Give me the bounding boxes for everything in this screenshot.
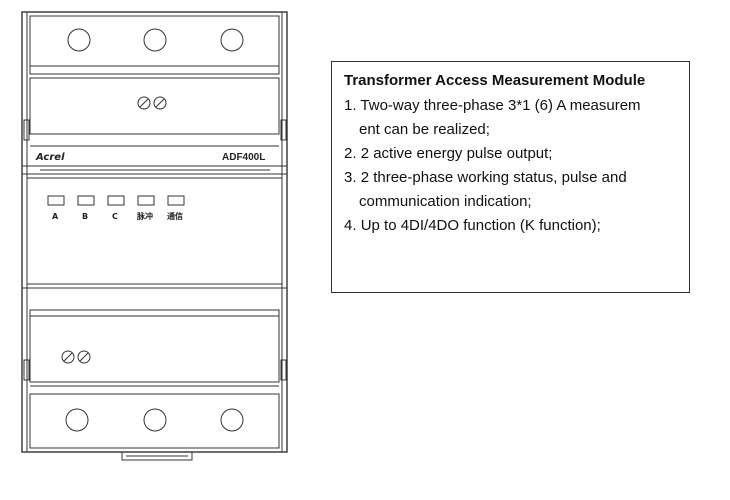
led-comm (167, 195, 185, 206)
led-pulse (137, 195, 155, 206)
bottom-terminal-screw-3 (220, 408, 244, 432)
top-terminal-screw-1 (67, 28, 91, 52)
bottom-terminal-block (29, 393, 280, 449)
feature-number: 1. (344, 97, 357, 114)
model-label: ADF400L (222, 152, 265, 163)
description-title: Transformer Access Measurement Module (344, 72, 646, 89)
feature-list: 1. Two-way three-phase 3*1 (6) A measure… (344, 94, 679, 238)
feature-item: 1. Two-way three-phase 3*1 (6) A measure… (344, 94, 679, 142)
feature-text: 2 three-phase working status, pulse and (360, 169, 627, 186)
indicator-label-comm: 通信 (167, 211, 183, 221)
upper-wire-screws (137, 96, 167, 110)
indicator-label-pulse: 脉冲 (136, 211, 153, 221)
feature-text-continued: ent can be realized; (359, 121, 490, 138)
feature-number: 3. (344, 169, 357, 186)
lower-wire-screws (61, 350, 91, 364)
feature-number: 4. (344, 217, 357, 234)
bottom-terminal-screw-1 (65, 408, 89, 432)
top-terminal-screw-2 (143, 28, 167, 52)
indicator-label-c: C (112, 212, 118, 221)
indicator-label-b: B (82, 212, 88, 221)
device-drawing: Acrel ADF400L A B C 脉冲 通信 (0, 0, 310, 500)
din-rail-clip (121, 451, 193, 461)
led-a (47, 195, 65, 206)
indicator-leds (47, 195, 185, 206)
feature-text: 2 active energy pulse output; (360, 145, 553, 162)
feature-description-box: Transformer Access Measurement Module 1.… (331, 61, 690, 293)
led-c (107, 195, 125, 206)
feature-item: 4. Up to 4DI/4DO function (K function); (344, 214, 679, 238)
indicator-label-a: A (52, 212, 59, 221)
feature-text-continued: communication indication; (359, 193, 532, 210)
brand-label: Acrel (35, 152, 65, 163)
feature-item: 3. 2 three-phase working status, pulse a… (344, 166, 679, 214)
bottom-terminal-screw-2 (143, 408, 167, 432)
feature-number: 2. (344, 145, 357, 162)
top-terminal-screw-3 (220, 28, 244, 52)
feature-item: 2. 2 active energy pulse output; (344, 142, 679, 166)
feature-text: Two-way three-phase 3*1 (6) A measurem (360, 97, 641, 114)
led-b (77, 195, 95, 206)
feature-text: Up to 4DI/4DO function (K function); (360, 217, 601, 234)
